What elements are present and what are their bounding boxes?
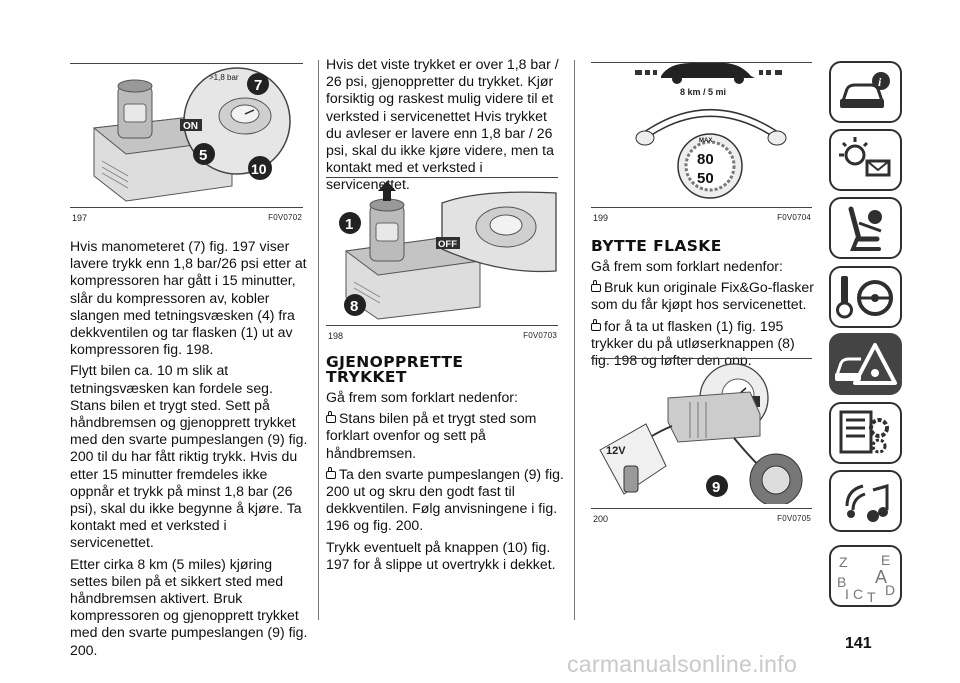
col2-bullet-2: Ta den svarte pumpeslangen (9) fig. 200 … [326, 466, 566, 535]
tab-seat-airbag[interactable] [829, 197, 902, 259]
distance-label: 8 km / 5 mi [680, 87, 726, 97]
tab-car-info[interactable]: i [829, 61, 902, 123]
bullet-icon [591, 280, 601, 293]
col2-bullet-1: Stans bilen på et trygt sted som forklar… [326, 410, 566, 462]
max-label: MAX [699, 138, 712, 144]
fig197-code: F0V0702 [268, 213, 302, 222]
callout-10: 10 [251, 161, 267, 177]
tab-index[interactable]: Z E B A I C T D [829, 545, 902, 607]
fig197-number: 197 [72, 213, 88, 223]
index-letter: D [885, 582, 895, 598]
multimedia-music-icon [845, 484, 889, 522]
fig200-caption: 200 F0V0705 [593, 514, 811, 524]
gauge-label: >1,8 bar [209, 73, 239, 82]
restore-pressure-heading-line1: GJENOPPRETTE [326, 353, 464, 371]
svg-text:i: i [878, 75, 882, 89]
column-separator-2 [574, 60, 575, 620]
fig198-code: F0V0703 [523, 331, 557, 340]
fig197-caption: 197 F0V0702 [72, 213, 302, 223]
index-letter: B [837, 574, 846, 590]
callout-8: 8 [350, 298, 358, 315]
car-emergency-triangle-icon [835, 343, 897, 385]
fig200-code: F0V0705 [777, 514, 811, 523]
col3-mid-rule [591, 358, 812, 359]
column-2-bottom-text: GJENOPPRETTE TRYKKET Gå frem som forklar… [326, 353, 566, 577]
index-letter: Z [839, 554, 848, 570]
col2-top-rule [326, 177, 558, 178]
col1-paragraph-2: Flytt bilen ca. 10 m slik at tetningsvæs… [70, 362, 308, 551]
replace-bottle-heading: BYTTE FLASKE [591, 237, 722, 255]
col2-paragraph-2: Trykk eventuelt på knappen (10) fig. 197… [326, 538, 556, 572]
col3-bullet-1: Bruk kun originale Fix&Go-flasker som du… [591, 279, 816, 313]
callout-7: 7 [254, 77, 262, 94]
col1-paragraph-3: Etter cirka 8 km (5 miles) kjøring sette… [70, 555, 308, 658]
callout-1: 1 [345, 216, 353, 233]
index-letter: A [875, 567, 887, 587]
fig199-number: 199 [593, 213, 609, 223]
index-letter: I [845, 586, 849, 602]
speed-80: 80 [697, 151, 714, 168]
fig200-number: 200 [593, 514, 609, 524]
col3-bullet-2: for å ta ut flasken (1) fig. 195 trykker… [591, 318, 816, 370]
column-2-top-text: Hvis det viste trykket er over 1,8 bar /… [326, 56, 566, 198]
watermark: carmanualsonline.info [567, 651, 798, 677]
callout-9: 9 [712, 479, 720, 496]
warning-lights-icon [839, 137, 891, 177]
fig198-caption: 198 F0V0703 [328, 331, 557, 341]
col3-intro: Gå frem som forklart nedenfor: [591, 258, 783, 274]
fig198-rule [326, 325, 558, 326]
index-letter: T [867, 589, 876, 605]
alphabet-index-icon: Z E B A I C T D [837, 552, 895, 605]
steering-wheel-key-icon [836, 276, 893, 319]
tab-warning-lights[interactable] [829, 129, 902, 191]
figure-199: 8 km / 5 mi MAX 80 50 [625, 58, 795, 204]
off-label: OFF [438, 239, 457, 250]
figure-197: ON >1,8 bar 7 5 10 [82, 66, 302, 204]
page-number: 141 [845, 635, 872, 652]
column-separator-1 [318, 60, 319, 620]
column-1-text: Hvis manometeret (7) fig. 197 viser lave… [70, 238, 310, 663]
restore-pressure-heading-line2: TRYKKET [326, 368, 407, 386]
bullet-icon [591, 318, 601, 331]
fig199-code: F0V0704 [777, 213, 811, 222]
on-label: ON [183, 121, 198, 132]
seat-airbag-icon [848, 206, 882, 251]
callout-5: 5 [199, 147, 207, 164]
top-rule-col1 [70, 63, 303, 64]
col1-paragraph-1: Hvis manometeret (7) fig. 197 viser lave… [70, 238, 307, 358]
maintenance-list-gears-icon [839, 410, 889, 454]
figure-198: OFF 1 8 [330, 179, 558, 321]
tab-steering-key[interactable] [829, 266, 902, 328]
tab-multimedia[interactable] [829, 470, 902, 532]
fig198-number: 198 [328, 331, 344, 341]
col2-paragraph-1: Hvis det viste trykket er over 1,8 bar /… [326, 56, 559, 193]
bullet-icon [326, 411, 336, 424]
car-info-icon: i [840, 72, 890, 108]
column-3-text: BYTTE FLASKE Gå frem som forklart nedenf… [591, 237, 816, 373]
tab-maintenance[interactable] [829, 402, 902, 464]
tab-emergency[interactable] [829, 333, 902, 395]
index-letter: E [881, 552, 890, 568]
on-button-label-bg [180, 119, 202, 131]
fig200-rule [591, 508, 812, 509]
col2-bullet-2-text: Ta den svarte pumpeslangen (9) fig. 200 … [326, 465, 564, 534]
fig197-rule [70, 207, 303, 208]
col2-bullet-1-text: Stans bilen på et trygt sted som forklar… [326, 410, 537, 461]
figure-200: ON 12V 9 [594, 362, 814, 507]
index-letter: C [853, 586, 863, 602]
bullet-icon [326, 466, 336, 479]
speed-50: 50 [697, 170, 714, 187]
col2-intro: Gå frem som forklart nedenfor: [326, 389, 518, 405]
col3-bullet-2-text: for å ta ut flasken (1) fig. 195 trykker… [591, 317, 795, 369]
12v-label: 12V [606, 445, 626, 457]
fig199-caption: 199 F0V0704 [593, 213, 811, 223]
fig199-rule [591, 207, 812, 208]
col3-bullet-1-text: Bruk kun originale Fix&Go-flasker som du… [591, 279, 814, 313]
top-rule-col3 [591, 62, 812, 63]
